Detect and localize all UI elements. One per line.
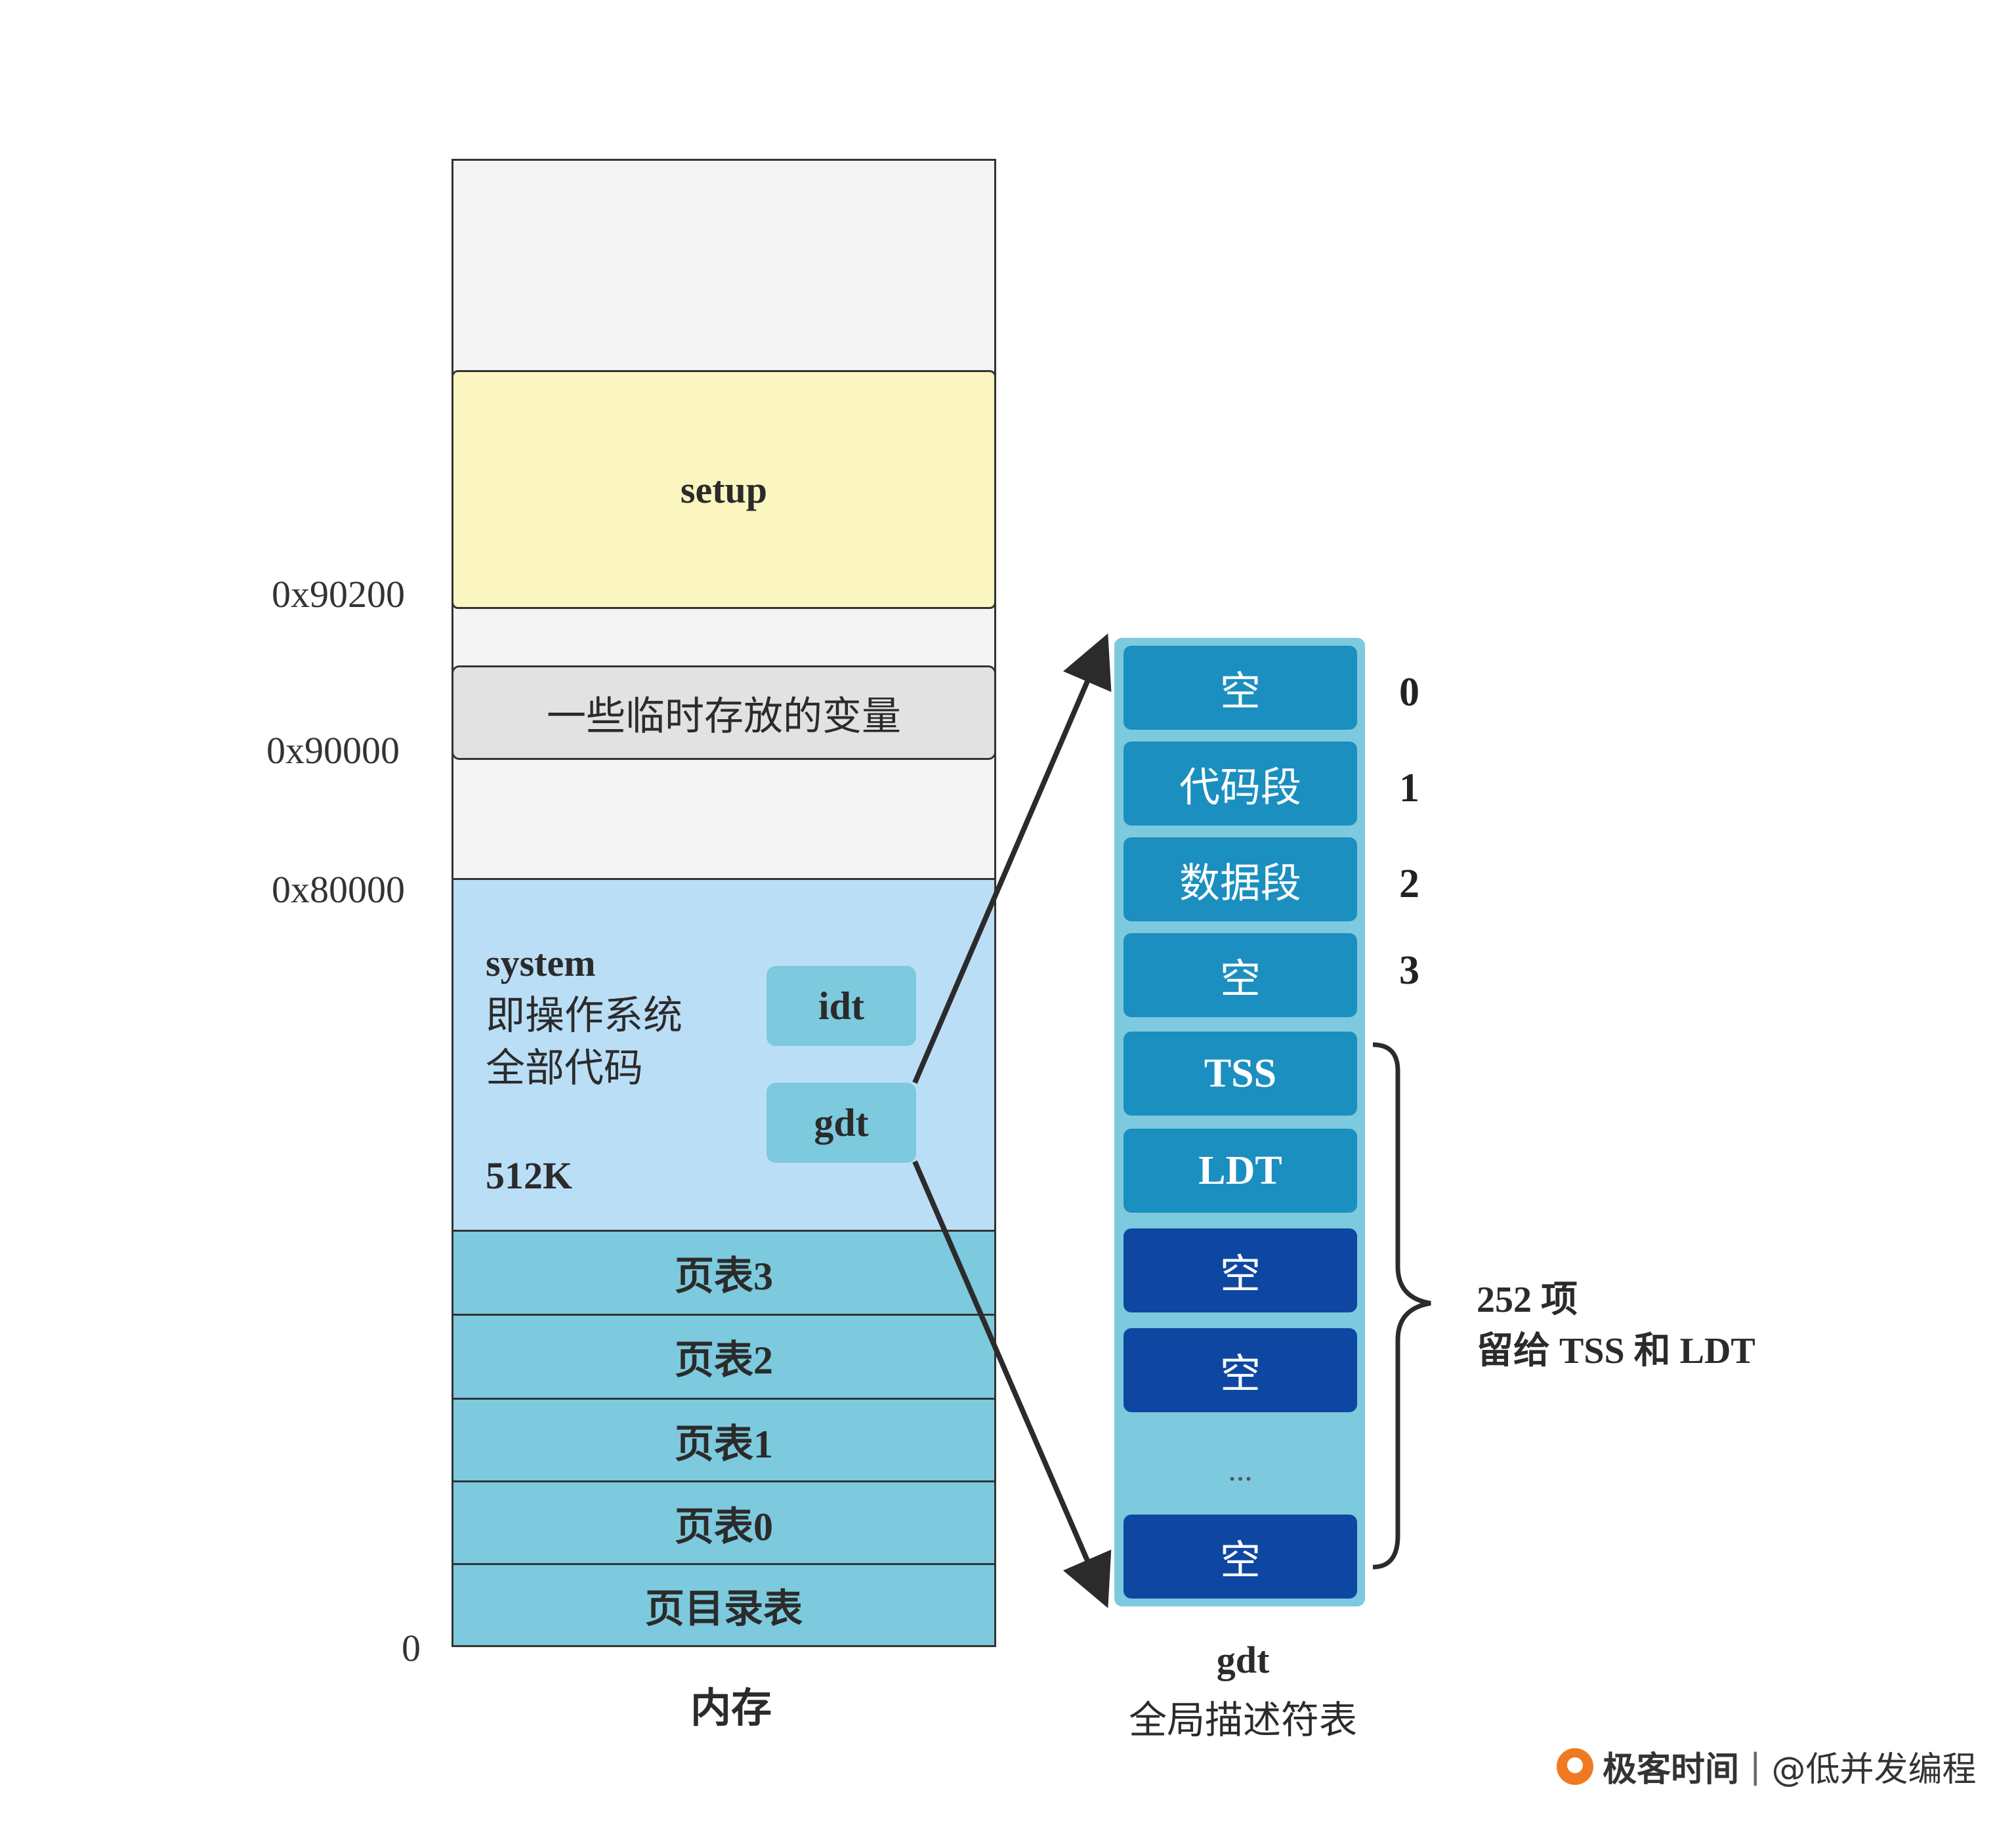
gdt-index-2: 2 xyxy=(1399,862,1419,906)
brand-name: 极客时间 xyxy=(1603,1750,1740,1790)
address-0x80000: 0x80000 xyxy=(272,868,405,911)
page-table-2-label: 页表2 xyxy=(675,1339,773,1382)
gdt-entry-3: 空 xyxy=(1124,933,1357,1017)
system-description: system 即操作系统 全部代码 xyxy=(486,937,682,1095)
system-line-3: 全部代码 xyxy=(486,1047,643,1090)
page-table-0: 页表0 xyxy=(452,1480,996,1566)
page-directory: 页目录表 xyxy=(452,1563,996,1647)
gdt-entry-2: 数据段 xyxy=(1124,837,1357,921)
system-size: 512K xyxy=(486,1154,573,1197)
system-title: system xyxy=(486,942,596,984)
gdt-caption: gdt 全局描述符表 xyxy=(1063,1630,1423,1751)
page-table-1-label: 页表1 xyxy=(675,1423,773,1466)
gdt-caption-title: gdt xyxy=(1216,1639,1270,1681)
gdt-ellipsis: ... xyxy=(1228,1451,1253,1488)
system-line-2: 即操作系统 xyxy=(486,994,682,1037)
brand-watermark: 极客时间 | @低并发编程 xyxy=(1557,1742,1977,1791)
address-0x90000: 0x90000 xyxy=(266,729,400,772)
idt-box: idt xyxy=(766,966,916,1046)
temp-variables-block: 一些临时存放的变量 xyxy=(452,665,996,760)
gdt-index-3: 3 xyxy=(1399,948,1419,993)
gdt-entry-tss: TSS xyxy=(1124,1032,1357,1116)
gdt-note-line-1: 252 项 xyxy=(1477,1280,1578,1320)
arrow-to-gdt-top xyxy=(912,633,1112,1084)
gdt-entry-empty-a: 空 xyxy=(1124,1228,1357,1312)
gdt-index-1: 1 xyxy=(1399,766,1419,810)
gdt-note-line-2: 留给 TSS 和 LDT xyxy=(1477,1331,1755,1371)
page-directory-label: 页目录表 xyxy=(645,1587,803,1631)
page-table-1: 页表1 xyxy=(452,1398,996,1484)
gdt-entry-0: 空 xyxy=(1124,646,1357,730)
gdt-label: gdt xyxy=(814,1100,869,1144)
gdt-entry-1: 代码段 xyxy=(1124,742,1357,826)
gdt-entry-empty-b: 空 xyxy=(1124,1328,1357,1412)
brand-separator: | xyxy=(1750,1746,1761,1786)
page-table-3-label: 页表3 xyxy=(675,1255,773,1298)
gdt-index-0: 0 xyxy=(1399,670,1419,715)
gdt-caption-subtitle: 全局描述符表 xyxy=(1128,1699,1357,1742)
address-zero: 0 xyxy=(402,1627,421,1669)
setup-label: setup xyxy=(680,468,768,511)
brand-logo-icon xyxy=(1557,1748,1593,1785)
memory-caption: 内存 xyxy=(690,1686,772,1731)
setup-block: setup xyxy=(452,370,996,609)
page-table-2: 页表2 xyxy=(452,1314,996,1400)
page-table-3: 页表3 xyxy=(452,1230,996,1316)
idt-label: idt xyxy=(818,984,865,1028)
brand-handle: @低并发编程 xyxy=(1771,1750,1977,1790)
gdt-entry-last: 空 xyxy=(1124,1515,1357,1599)
gdt-box: gdt xyxy=(766,1083,916,1163)
gdt-entry-ldt: LDT xyxy=(1124,1129,1357,1213)
address-0x90200: 0x90200 xyxy=(272,573,405,616)
temp-variables-label: 一些临时存放的变量 xyxy=(547,694,901,738)
page-table-0-label: 页表0 xyxy=(675,1505,773,1549)
brace-icon xyxy=(1372,1042,1431,1570)
gdt-note: 252 项 留给 TSS 和 LDT xyxy=(1477,1274,1755,1377)
arrow-to-gdt-bottom xyxy=(912,1160,1112,1608)
